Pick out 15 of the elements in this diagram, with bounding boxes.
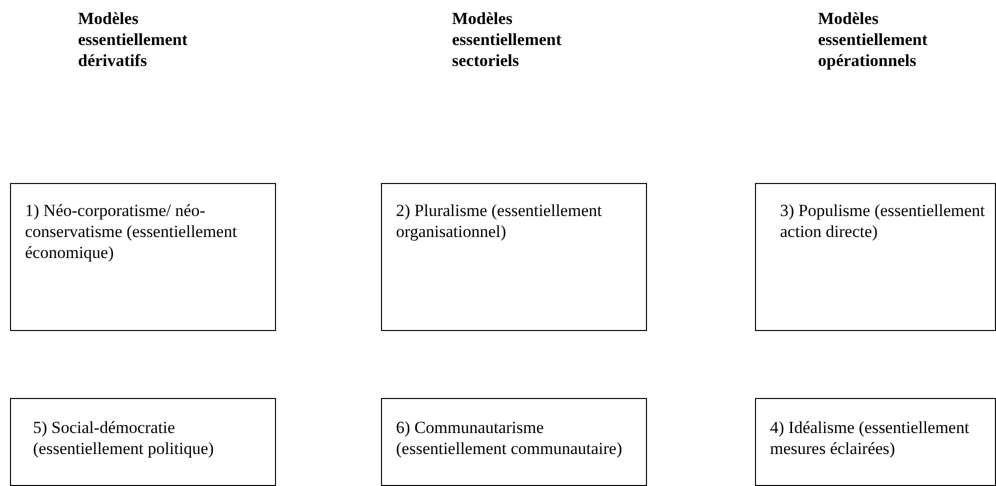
box-text: 3) Populisme (essentiellement action directe) xyxy=(780,200,986,242)
box-text: 5) Social-démocratie (essentiellement politique) xyxy=(33,417,215,459)
column-heading: Modèles essentiellement dérivatifs xyxy=(78,8,189,71)
column-heading: Modèles essentiellement sectoriels xyxy=(452,8,563,71)
category-box xyxy=(381,398,647,486)
box-text: 1) Néo-corporatisme/ néo-conservatisme (essentiellement économique) xyxy=(25,200,238,263)
box-text: 6) Communautarisme (essentiellement communautaire) xyxy=(396,417,624,459)
category-box xyxy=(10,398,276,486)
category-box xyxy=(755,398,996,486)
box-text: 4) Idéalisme (essentiellement mesures éclairées) xyxy=(770,417,970,459)
category-box xyxy=(10,183,276,331)
category-box xyxy=(755,183,996,331)
column-heading: Modèles essentiellement opérationnels xyxy=(818,8,929,71)
category-box xyxy=(381,183,647,331)
box-text: 2) Pluralisme (essentiellement organisationnel) xyxy=(396,200,603,242)
